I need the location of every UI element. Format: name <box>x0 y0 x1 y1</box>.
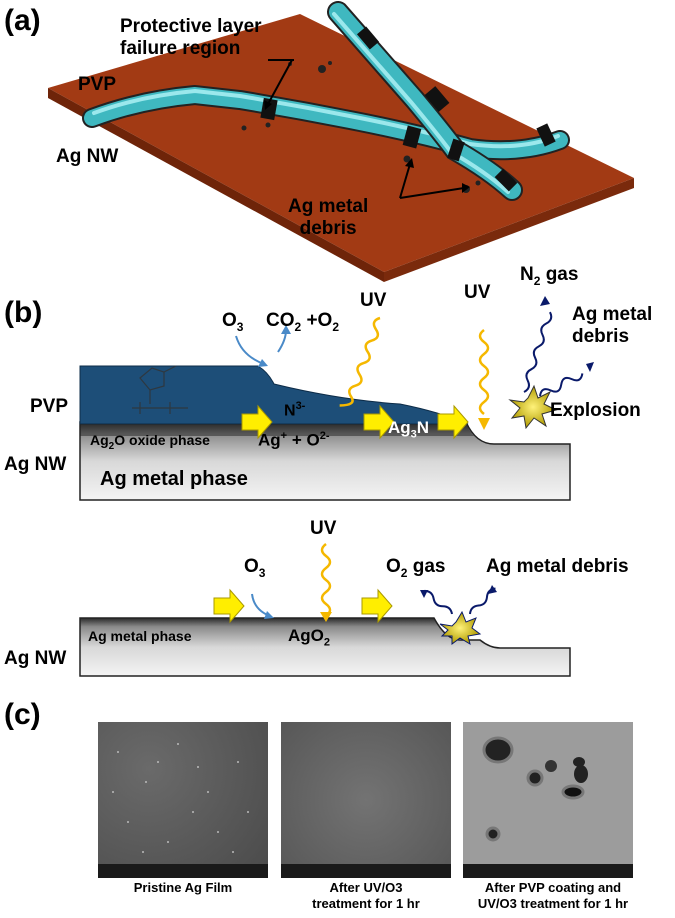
panel-b-o3-label: O3 <box>222 310 244 334</box>
sem-pristine-texture <box>112 743 249 853</box>
panel-a-label: (a) <box>4 4 41 37</box>
panel-b-agplus-label: Ag+ + O2- <box>258 430 330 450</box>
caption-pvp-uvo3: After PVP coating and UV/O3 treatment fo… <box>477 880 629 912</box>
caption-uvo3: After UV/O3 treatment for 1 hr <box>312 880 420 912</box>
panel-b-agnw-label: Ag NW <box>4 454 67 475</box>
panel-b-bottom-agnw-label: Ag NW <box>4 648 67 669</box>
sem-info-bar <box>98 864 268 878</box>
panel-b-bottom-o2gas-label: O2 gas <box>386 556 446 580</box>
caption-pristine: Pristine Ag Film <box>133 880 233 895</box>
panel-b-explosion-label: Explosion <box>550 400 641 421</box>
sem-image-uvo3 <box>281 722 451 878</box>
panel-b-ag3n-label: Ag3N <box>388 418 430 441</box>
panel-b-bottom-o3-label: O3 <box>244 556 266 580</box>
panel-b-co2-label: CO2 +O2 <box>266 310 340 334</box>
panel-b-n2-label: N2 gas <box>520 264 579 288</box>
panel-b-pvp-label: PVP <box>30 396 69 417</box>
sem-image-pvp-uvo3 <box>463 722 633 878</box>
panel-b-ag2o-label: Ag2O oxide phase <box>90 432 210 452</box>
panel-b-bottom-uv-label: UV <box>310 518 337 539</box>
panel-a-pvp-label: PVP <box>78 74 117 95</box>
panel-a-protective-layer-label: Protective layer failure region <box>120 16 262 59</box>
sem-info-bar <box>463 864 633 878</box>
panel-b-label: (b) <box>4 296 43 329</box>
panel-b-uv2-label: UV <box>464 282 491 303</box>
sem-info-bar <box>281 864 451 878</box>
panel-b-ag-metal-phase-label: Ag metal phase <box>100 468 248 490</box>
panel-b-bottom-ago2-label: AgO2 <box>288 626 331 649</box>
sem-image-pristine <box>98 722 268 878</box>
sem-pvp-texture <box>482 736 588 842</box>
panel-b-bottom-ag-metal-phase-label: Ag metal phase <box>88 628 192 644</box>
panel-b-n3-label: N3- <box>284 400 306 420</box>
panel-b-debris-label: Ag metal debris <box>572 304 653 347</box>
panel-a-agnw-label: Ag NW <box>56 146 119 167</box>
panel-b-uv1-label: UV <box>360 290 387 311</box>
panel-b-bottom-debris-label: Ag metal debris <box>486 556 629 577</box>
panel-c-label: (c) <box>4 698 41 731</box>
panel-a-debris-label: Ag metal debris <box>288 196 369 239</box>
